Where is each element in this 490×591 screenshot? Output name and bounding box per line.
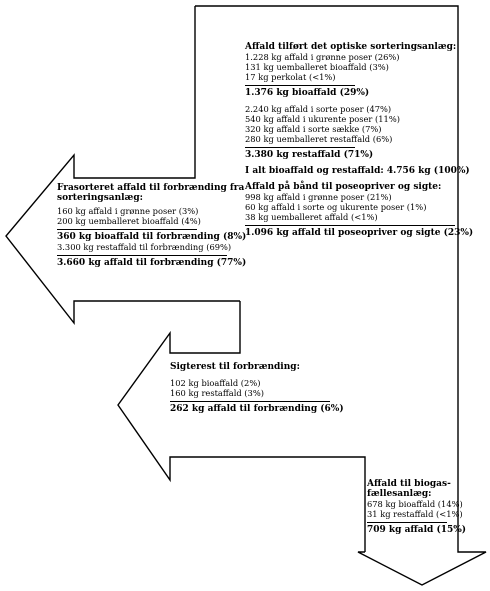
incineration-title-2: sorteringsanlæg: [57, 193, 143, 203]
input-line: 540 kg affald i ukurente poser (11%) [245, 114, 400, 124]
total-bioaffald: 1.376 kg bioaffald (29%) [245, 88, 370, 98]
sorting-plant-title: Affald tilført det optiske sorteringsanl… [245, 42, 457, 52]
total-restaffald: 3.380 kg restaffald (71%) [245, 150, 374, 160]
biogas-title-1: Affald til biogas- [367, 479, 451, 489]
biogas-line: 678 kg bioaffald (14%) [367, 499, 463, 509]
input-line: 17 kg perkolat (<1%) [245, 72, 336, 82]
divider [245, 225, 455, 226]
input-line: 131 kg uemballeret bioaffald (3%) [245, 62, 389, 72]
incineration-title-1: Frasorteret affald til forbrænding fra [57, 183, 245, 193]
divider [367, 522, 447, 523]
divider [245, 147, 355, 148]
biogas-title-2: fællesanlæg: [367, 489, 432, 499]
lower-left-arrow [117, 301, 366, 552]
incineration-line: 160 kg affald i grønne poser (3%) [57, 206, 199, 216]
divider [245, 85, 355, 86]
biogas-line: 31 kg restaffald (<1%) [367, 509, 463, 519]
input-line: 320 kg affald i sorte sække (7%) [245, 124, 382, 134]
input-line: 2.240 kg affald i sorte poser (47%) [245, 104, 392, 114]
divider [57, 255, 227, 256]
sieve-rest-line: 160 kg restaffald (3%) [170, 388, 264, 398]
grand-total: I alt bioaffald og restaffald: 4.756 kg … [245, 166, 470, 176]
sieve-rest-total: 262 kg affald til forbrænding (6%) [170, 404, 344, 414]
biogas-text-block: Affald til biogas- fællesanlæg: 678 kg b… [367, 479, 466, 535]
sieve-rest-line: 102 kg bioaffald (2%) [170, 378, 261, 388]
input-line: 1.228 kg affald i grønne poser (26%) [245, 52, 400, 62]
band-total: 1.096 kg affald til poseopriver og sigte… [245, 228, 474, 238]
main-flow-arrow [195, 5, 487, 586]
incineration-rest-line: 3.300 kg restaffald til forbrænding (69%… [57, 242, 232, 252]
divider [170, 401, 330, 402]
upper-left-arrow [5, 6, 240, 326]
lower-left-text-block: Sigterest til forbrænding: 102 kg bioaff… [170, 362, 344, 414]
incineration-total: 3.660 kg affald til forbrænding (77%) [57, 258, 247, 268]
band-line: 38 kg uemballeret affald (<1%) [245, 212, 378, 222]
sieve-rest-title: Sigterest til forbrænding: [170, 362, 300, 372]
upper-left-text-block: Frasorteret affald til forbrænding fra s… [57, 183, 246, 268]
input-line: 280 kg uemballeret restaffald (6%) [245, 134, 393, 144]
band-line: 998 kg affald i grønne poser (21%) [245, 192, 392, 202]
incineration-line: 200 kg uemballeret bioaffald (4%) [57, 216, 201, 226]
band-title: Affald på bånd til poseopriver og sigte: [245, 182, 442, 192]
band-line: 60 kg affald i sorte og ukurente poser (… [245, 202, 427, 212]
biogas-total: 709 kg affald (15%) [367, 525, 467, 535]
divider [57, 229, 197, 230]
incineration-bio-total: 360 kg bioaffald til forbrænding (8%) [57, 232, 247, 242]
main-text-block: Affald tilført det optiske sorteringsanl… [245, 42, 473, 238]
